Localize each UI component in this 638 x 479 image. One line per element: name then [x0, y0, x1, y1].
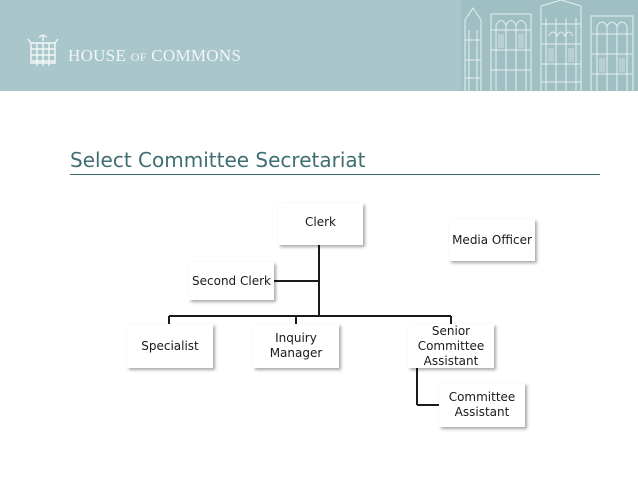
node-committee-assistant-line-1: Committee: [448, 390, 516, 404]
node-media-officer: Media Officer: [449, 219, 535, 261]
brand-house: HOUSE: [68, 46, 127, 65]
title-divider: [70, 174, 600, 175]
node-inquiry-manager: Inquiry Manager: [253, 324, 339, 368]
slide-title: Select Committee Secretariat: [70, 148, 366, 172]
node-senior-committee-assistant-line-2: Committee: [417, 338, 485, 353]
node-specialist: Specialist: [127, 324, 213, 368]
brand-of: OF: [130, 50, 147, 64]
portcullis-logo-icon: [27, 34, 59, 66]
node-committee-assistant-line-2: Assistant: [454, 405, 510, 419]
brand-commons: COMMONS: [151, 46, 242, 65]
node-committee-assistant: Committee Assistant: [439, 383, 525, 427]
parliament-building-image: [461, 0, 638, 91]
node-clerk-label: Clerk: [305, 215, 336, 229]
node-second-clerk: Second Clerk: [189, 262, 274, 300]
node-senior-committee-assistant-line-1: Senior: [431, 323, 471, 338]
header-banner: HOUSE OF COMMONS: [0, 0, 638, 91]
node-senior-committee-assistant-line-3: Assistant: [423, 353, 479, 368]
node-senior-committee-assistant: Senior Committee Assistant: [408, 324, 494, 368]
node-clerk: Clerk: [278, 203, 363, 245]
brand-wordmark: HOUSE OF COMMONS: [68, 46, 241, 66]
node-media-officer-label: Media Officer: [452, 232, 532, 247]
node-specialist-label: Specialist: [141, 338, 199, 353]
node-inquiry-manager-line-1: Inquiry: [275, 331, 317, 345]
node-inquiry-manager-line-2: Manager: [269, 346, 323, 360]
node-second-clerk-label: Second Clerk: [192, 273, 271, 288]
